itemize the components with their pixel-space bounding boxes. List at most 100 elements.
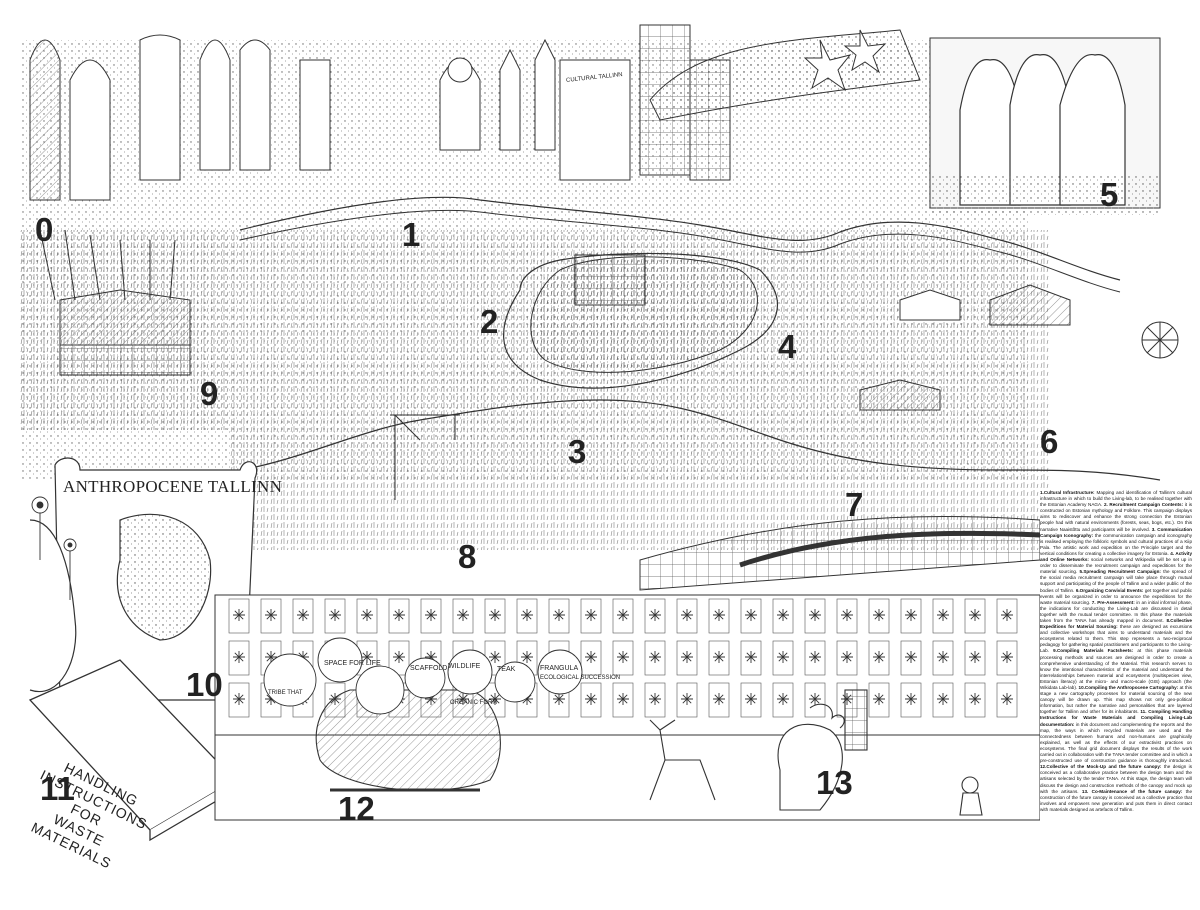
legend-item: 7. Pre-Assessment: in an initial informa… [1040, 600, 1192, 623]
legend-item: 10.Compiling the Anthropocene Cartograph… [1040, 685, 1192, 714]
bubble-label: FRANGULA [540, 665, 579, 672]
legend-item-text: the construction of the future canopy is… [1040, 788, 1192, 812]
star-icon [585, 609, 597, 621]
area-number-5: 5 [1100, 176, 1119, 213]
legend-item-text: Mapping and identification of Tallinn's … [1040, 490, 1192, 508]
star-icon [617, 693, 629, 705]
star-icon [649, 651, 661, 663]
legend-item-title: 3. Communication Campaign Iconography: [1040, 526, 1192, 538]
area-number-11: 11 [40, 770, 75, 807]
legend-item: 5.Spreading Recruitment Campaign: the sp… [1040, 569, 1192, 592]
star-icon [905, 609, 917, 621]
legend-item-title: 5.Spreading Recruitment Campaign: [1079, 569, 1164, 575]
river [239, 196, 1161, 481]
legend-item: 11. Compiling Handling Instructions for … [1040, 709, 1192, 763]
star-icon [937, 693, 949, 705]
star-icon [713, 651, 725, 663]
legend-item-text: at this stage a new cartography processe… [1040, 685, 1192, 715]
legend-item-title: 12.Collective of the Mock-Up and the fut… [1040, 764, 1164, 770]
legend-item: 9.Compiling Materials Factsheets: at thi… [1040, 648, 1192, 690]
star-icon [873, 693, 885, 705]
area-number-7: 7 [845, 486, 864, 523]
star-icon [1001, 693, 1013, 705]
star-icon [265, 609, 277, 621]
area-number-1: 1 [402, 216, 421, 253]
bubble-label: WILDLIFE [448, 663, 481, 670]
legend-item: 6.Organizing Convivial Events: get toget… [1040, 588, 1192, 605]
star-icon [681, 693, 693, 705]
star-icon [553, 693, 565, 705]
star-icon [713, 693, 725, 705]
star-icon [841, 651, 853, 663]
star-icon [233, 693, 245, 705]
city-skyline [29, 24, 921, 201]
legend-item-text: in an initial informal phase, the indica… [1040, 599, 1192, 623]
star-icon [809, 609, 821, 621]
legend-item: 4. Activity and Online Networks: social … [1040, 551, 1192, 574]
bubble-label: ORGANIC FORM [450, 700, 498, 706]
star-icon [713, 609, 725, 621]
area-number-8: 8 [458, 538, 477, 575]
legend-item: 12.Collective of the Mock-Up and the fut… [1040, 764, 1192, 793]
flowers [31, 496, 77, 600]
star-icon [873, 651, 885, 663]
star-icon [745, 693, 757, 705]
star-icon [1001, 651, 1013, 663]
star-icon [905, 693, 917, 705]
hooded-figures-panel [929, 37, 1161, 215]
star-icon [809, 693, 821, 705]
bubble-label: SCAFFOLD [410, 665, 448, 672]
star-icon [489, 609, 501, 621]
legend-item-title: 1.Cultural Infrastructure: [1040, 490, 1097, 495]
star-icon [393, 651, 405, 663]
legend-item: 8.Collective Expeditions for Material So… [1040, 618, 1192, 653]
star-icon [905, 651, 917, 663]
legend-item-title: 9.Compiling Materials Factsheets: [1053, 648, 1138, 654]
legend-item-title: 2. Recruitment Campaign Contents: [1103, 502, 1185, 508]
star-icon [265, 693, 277, 705]
star-icon [969, 609, 981, 621]
star-icon [585, 693, 597, 705]
star-icon [233, 651, 245, 663]
legend-item: 13. Co-Maintenance of the future canopy:… [1040, 789, 1192, 812]
area-number-12: 12 [338, 790, 375, 827]
star-icon [873, 609, 885, 621]
legend-item-text: these are designed as excursions and col… [1040, 624, 1192, 654]
star-icon [329, 609, 341, 621]
star-icon [521, 651, 533, 663]
bubble-label: TEAK [497, 666, 516, 673]
legend-item-text: the design is conceived as a collaborati… [1040, 764, 1192, 794]
star-icon [841, 609, 853, 621]
legend-item-text: the spread of the social media recruitme… [1040, 569, 1192, 593]
star-icon [425, 651, 437, 663]
star-icon [521, 693, 533, 705]
area-number-10: 10 [186, 666, 223, 703]
star-icon [809, 651, 821, 663]
legend-item: 1.Cultural Infrastructure: Mapping and i… [1040, 490, 1192, 507]
legend-item-title: 4. Activity and Online Networks: [1040, 550, 1192, 563]
star-icon [681, 609, 693, 621]
star-icon [233, 609, 245, 621]
scroll-title: ANTHROPOCENE TALLINN [63, 477, 283, 496]
star-icon [969, 651, 981, 663]
star-icon [617, 609, 629, 621]
canopy-structure [214, 515, 1041, 821]
bubble-label: SPACE FOR LIFE [324, 660, 381, 667]
bottom-scene [315, 689, 983, 816]
star-icon [521, 609, 533, 621]
star-icon [1001, 609, 1013, 621]
star-icon [425, 609, 437, 621]
area-number-9: 9 [200, 375, 219, 412]
legend-item-title: 8.Collective Expeditions for Material So… [1040, 617, 1192, 630]
star-icon [297, 609, 309, 621]
area-number-3: 3 [568, 433, 587, 470]
area-number-13: 13 [816, 764, 853, 801]
legend-item-title: 10.Compiling the Anthropocene Cartograph… [1078, 685, 1180, 690]
star-icon [649, 693, 661, 705]
legend-item: 2. Recruitment Campaign Contents: it is … [1040, 502, 1192, 531]
legend-item-text: the communication campaign and iconograp… [1040, 532, 1192, 556]
star-icon [777, 651, 789, 663]
village [859, 284, 1179, 411]
star-icon [649, 609, 661, 621]
bubble-label: ECOLOGICAL SUCCESSION [540, 675, 621, 681]
